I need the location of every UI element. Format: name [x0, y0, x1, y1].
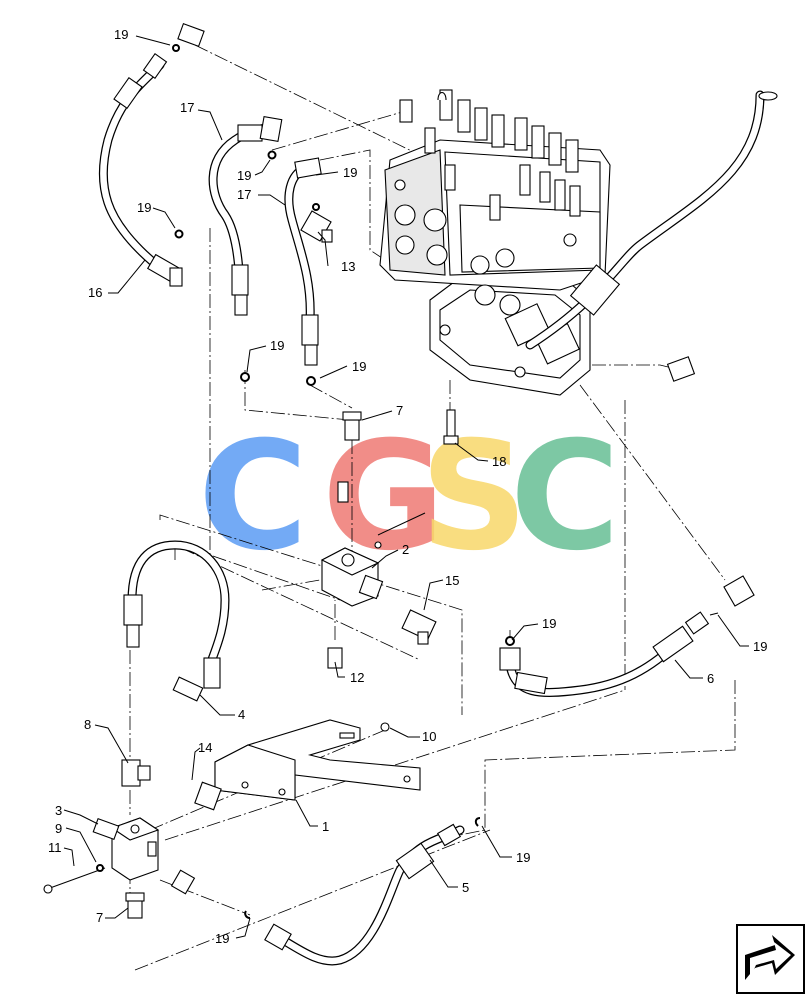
label-17-lower: 17 — [237, 187, 251, 202]
label-1: 1 — [322, 819, 329, 834]
label-19-hose6: 19 — [542, 616, 556, 631]
bolt-11 — [43, 864, 106, 894]
fitting-7-upper — [342, 411, 362, 441]
hose-5 — [264, 823, 465, 966]
label-12: 12 — [350, 670, 364, 685]
cgsc-watermark: C G S C — [198, 410, 620, 584]
label-19-hose16: 19 — [137, 200, 151, 215]
o-rings — [174, 150, 719, 919]
label-5: 5 — [462, 880, 469, 895]
label-6: 6 — [707, 671, 714, 686]
control-valve-block — [379, 89, 611, 396]
label-18: 18 — [492, 454, 506, 469]
label-2: 2 — [402, 542, 409, 557]
valve-block-2 — [320, 481, 426, 607]
part-labels: 19 17 19 19 17 19 16 13 19 19 7 18 2 15 … — [48, 27, 767, 946]
label-10: 10 — [422, 729, 436, 744]
label-7-lower: 7 — [96, 910, 103, 925]
label-14: 14 — [198, 740, 212, 755]
switch-15 — [401, 609, 437, 645]
hose-6 — [499, 611, 710, 697]
elbow-fitting-top — [172, 23, 205, 52]
next-page-arrow-icon[interactable] — [736, 924, 805, 994]
label-16: 16 — [88, 285, 102, 300]
label-19-right: 19 — [753, 639, 767, 654]
hose-4 — [123, 540, 230, 702]
hose-16 — [98, 53, 183, 287]
label-4: 4 — [238, 707, 245, 722]
watermark-letter-c1: C — [198, 410, 308, 584]
fitting-lower-center — [170, 869, 196, 895]
bolt-18 — [443, 409, 459, 445]
leader-lines — [63, 35, 749, 939]
label-3: 3 — [55, 803, 62, 818]
label-19-hose17: 19 — [237, 168, 251, 183]
label-19-bottom: 19 — [215, 931, 229, 946]
screw-10 — [380, 722, 390, 732]
label-13: 13 — [341, 259, 355, 274]
elbow-fitting-right — [666, 356, 755, 607]
label-11: 11 — [48, 840, 62, 855]
label-15: 15 — [445, 573, 459, 588]
block-3 — [92, 817, 160, 881]
label-7-upper: 7 — [396, 403, 403, 418]
label-19-top: 19 — [114, 27, 128, 42]
watermark-letter-c2: C — [510, 410, 620, 584]
fitting-12 — [327, 647, 343, 669]
label-19-hose5: 19 — [516, 850, 530, 865]
label-9: 9 — [55, 821, 62, 836]
fitting-13 — [300, 203, 333, 243]
return-hose-upper — [525, 90, 778, 350]
label-17-upper: 17 — [180, 100, 194, 115]
fitting-14 — [194, 781, 222, 811]
label-19-fitting13: 19 — [343, 165, 357, 180]
bracket-1 — [214, 719, 421, 801]
fitting-8 — [121, 759, 151, 787]
watermark-letter-s: S — [420, 410, 528, 584]
fitting-7-lower — [125, 892, 145, 919]
hose-17-upper — [208, 115, 283, 316]
label-8: 8 — [84, 717, 91, 732]
label-19-left-ring: 19 — [270, 338, 284, 353]
hose-17-lower — [284, 157, 322, 366]
label-19-right-ring: 19 — [352, 359, 366, 374]
